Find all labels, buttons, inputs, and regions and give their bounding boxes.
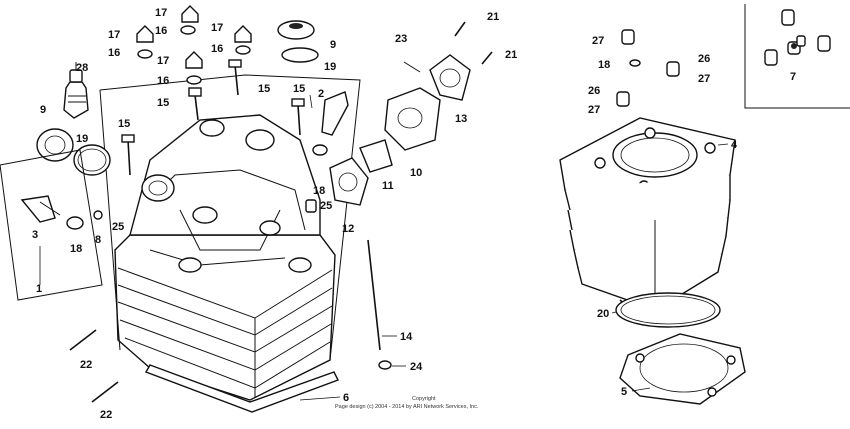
label-18: 18	[70, 243, 82, 255]
label-16: 16	[211, 43, 223, 55]
label-15: 15	[293, 83, 305, 95]
label-16: 16	[157, 75, 169, 87]
callout-labels: 17 16 17 16 17 16 17 16 15 15 15 15 9 19…	[32, 7, 796, 421]
label-17: 17	[108, 29, 120, 41]
label-6: 6	[343, 392, 349, 404]
label-20: 20	[597, 308, 609, 320]
studs-22	[69, 329, 119, 403]
label-17: 17	[155, 7, 167, 19]
label-1: 1	[36, 283, 42, 295]
label-4: 4	[731, 139, 738, 151]
label-13: 13	[455, 113, 467, 125]
label-25: 25	[112, 221, 124, 233]
label-15: 15	[157, 97, 169, 109]
label-28: 28	[76, 62, 88, 74]
label-26: 26	[588, 85, 600, 97]
label-11: 11	[382, 180, 394, 192]
cap-left	[36, 128, 111, 176]
label-19: 19	[76, 133, 88, 145]
copyright-line-2: Page design (c) 2004 - 2014 by ARI Netwo…	[335, 404, 479, 410]
cylinder-gasket	[619, 333, 746, 405]
label-21: 21	[505, 49, 517, 61]
label-9: 9	[40, 104, 46, 116]
label-19: 19	[324, 61, 336, 73]
label-17: 17	[211, 22, 223, 34]
label-27: 27	[588, 104, 600, 116]
inset-box	[744, 4, 850, 109]
small-dowels-right	[616, 29, 680, 107]
label-16: 16	[155, 25, 167, 37]
cylinder-head	[114, 114, 339, 413]
dowel-pin-group	[764, 9, 831, 66]
label-15: 15	[258, 83, 270, 95]
label-26: 26	[698, 53, 710, 65]
label-3: 3	[32, 229, 38, 241]
label-9: 9	[330, 39, 336, 51]
label-25: 25	[320, 200, 332, 212]
label-22: 22	[80, 359, 92, 371]
label-2: 2	[318, 88, 324, 100]
stud-bolt	[305, 199, 392, 370]
label-21: 21	[487, 11, 499, 23]
copyright-notice: Copyright Page design (c) 2004 - 2014 by…	[335, 396, 479, 410]
o-ring-20	[615, 292, 721, 328]
label-24: 24	[410, 361, 423, 373]
label-5: 5	[621, 386, 627, 398]
bracket-lines	[99, 74, 361, 361]
label-15: 15	[118, 118, 130, 130]
label-8: 8	[95, 234, 101, 246]
leader-lines	[39, 94, 729, 401]
label-27: 27	[698, 73, 710, 85]
label-18: 18	[598, 59, 610, 71]
label-18: 18	[313, 185, 325, 197]
label-27: 27	[592, 35, 604, 47]
copyright-line-1: Copyright	[412, 396, 436, 402]
intake-parts	[329, 21, 493, 206]
cylinder-block	[559, 117, 736, 319]
label-22: 22	[100, 409, 112, 421]
left-group-box	[0, 149, 103, 301]
label-23: 23	[395, 33, 407, 45]
label-17: 17	[157, 55, 169, 67]
label-12: 12	[342, 223, 354, 235]
spark-plug	[63, 62, 89, 119]
label-10: 10	[410, 167, 422, 179]
top-fasteners	[121, 5, 349, 176]
label-16: 16	[108, 47, 120, 59]
label-7: 7	[790, 71, 796, 83]
label-14: 14	[400, 331, 413, 343]
